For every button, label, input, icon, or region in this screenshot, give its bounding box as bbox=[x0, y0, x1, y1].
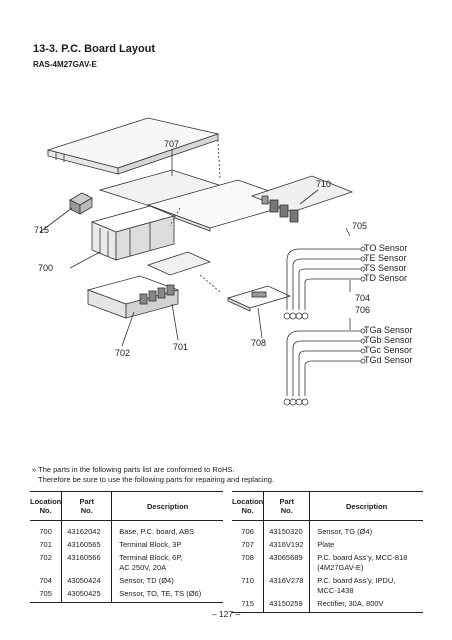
insulator-drawing bbox=[146, 251, 212, 276]
model-number: RAS-4M27GAV-E bbox=[33, 60, 97, 69]
rohs-note: » The parts in the following parts list … bbox=[32, 465, 235, 474]
terminal-block-drawing bbox=[86, 275, 180, 319]
sensor-group-bottom bbox=[283, 318, 366, 406]
sensor-label-ts: TS Sensor bbox=[364, 263, 407, 273]
cover-plate-drawing bbox=[46, 117, 220, 175]
callout-706: 706 bbox=[355, 305, 371, 315]
sensor-label-te: TE Sensor bbox=[364, 253, 407, 263]
callout-701: 701 bbox=[173, 342, 189, 352]
sensor-label-td: TD Sensor bbox=[364, 273, 408, 283]
ipdu-board-drawing bbox=[146, 175, 354, 232]
leader-lines bbox=[39, 150, 351, 347]
callout-707: 707 bbox=[164, 139, 180, 149]
section-title: 13-3. P.C. Board Layout bbox=[33, 43, 156, 55]
callout-702: 702 bbox=[115, 348, 131, 358]
sensor-label-tgc: TGc Sensor bbox=[364, 345, 413, 355]
header-description: Description bbox=[309, 491, 423, 521]
rectifier-drawing bbox=[69, 192, 93, 215]
callout-708: 708 bbox=[251, 338, 267, 348]
sensor-label-tgd: TGd Sensor bbox=[364, 355, 413, 365]
page-number: – 127 – bbox=[211, 609, 241, 619]
header-description: Description bbox=[111, 491, 223, 521]
sensor-label-tga: TGa Sensor bbox=[364, 325, 413, 335]
sensor-label-to: TO Sensor bbox=[364, 243, 408, 253]
callout-710: 710 bbox=[316, 179, 332, 189]
sensor-label-tgb: TGb Sensor bbox=[364, 335, 413, 345]
board-base-drawing bbox=[90, 205, 176, 261]
callout-705: 705 bbox=[352, 221, 368, 231]
mcc-board-drawing bbox=[226, 285, 292, 312]
sensor-group-top bbox=[283, 246, 366, 320]
callout-715: 715 bbox=[34, 225, 50, 235]
callout-704: 704 bbox=[355, 293, 371, 303]
callout-700: 700 bbox=[38, 263, 54, 273]
replacement-note: Therefore be sure to use the following p… bbox=[38, 475, 274, 484]
exploded-view-diagram bbox=[39, 117, 366, 406]
